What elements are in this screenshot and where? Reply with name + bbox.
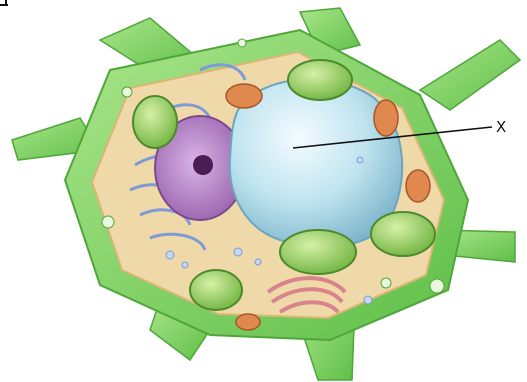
corner-mark-icon	[0, 0, 8, 5]
chloroplast	[371, 212, 435, 256]
chloroplast	[190, 270, 242, 310]
label-x: X	[496, 118, 506, 136]
mitochondrion	[226, 84, 262, 108]
chloroplast	[288, 60, 352, 100]
chloroplast	[133, 96, 177, 148]
mitochondrion	[406, 170, 430, 202]
mitochondrion	[236, 314, 260, 330]
mitochondrion	[374, 100, 398, 136]
nucleolus	[193, 155, 213, 175]
chloroplast	[280, 230, 356, 274]
